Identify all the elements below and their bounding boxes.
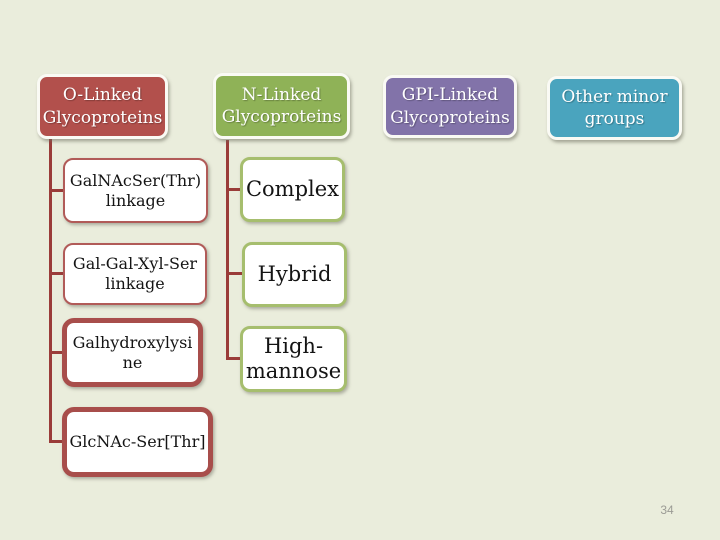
header-label: N-Linked bbox=[241, 84, 322, 105]
node-galhydroxylysine: Galhydroxylysi ne bbox=[62, 318, 203, 387]
connector-n-stub-2 bbox=[227, 272, 243, 275]
header-label: GPI-Linked bbox=[401, 85, 499, 106]
connector-o-stub-1 bbox=[50, 189, 64, 192]
node-label: linkage bbox=[105, 274, 165, 293]
header-box-o-linked: O-Linked Glycoproteins bbox=[37, 74, 168, 139]
header-label: O-Linked bbox=[62, 85, 143, 106]
node-label: GalNAcSer(Thr) bbox=[69, 170, 202, 190]
header-box-gpi-linked: GPI-Linked Glycoproteins bbox=[383, 75, 517, 138]
header-label: Glycoproteins bbox=[390, 107, 510, 128]
node-glcnac-ser-thr: GlcNAc-Ser[Thr] bbox=[62, 407, 213, 477]
header-label: groups bbox=[584, 109, 645, 129]
node-label: mannose bbox=[245, 359, 342, 383]
node-hybrid: Hybrid bbox=[242, 242, 347, 307]
node-label: GlcNAc-Ser[Thr] bbox=[69, 432, 206, 451]
header-box-n-linked: N-Linked Glycoproteins bbox=[213, 73, 350, 139]
connector-o-stub-2 bbox=[50, 272, 64, 275]
node-gal-gal-xyl-ser-linkage: Gal-Gal-Xyl-Ser linkage bbox=[63, 243, 207, 305]
connector-n-stub-1 bbox=[227, 188, 242, 191]
header-label: Glycoproteins bbox=[221, 107, 342, 127]
slide-number: 34 bbox=[660, 503, 674, 517]
header-box-other-groups: Other minor groups bbox=[547, 76, 682, 140]
node-label: linkage bbox=[105, 190, 166, 210]
node-galnacser-thr-linkage: GalNAcSer(Thr) linkage bbox=[63, 158, 208, 223]
connector-n-vertical bbox=[226, 140, 229, 360]
node-complex: Complex bbox=[240, 157, 345, 222]
connector-o-stub-4 bbox=[50, 440, 64, 443]
node-label: Complex bbox=[245, 176, 340, 201]
connector-o-vertical bbox=[49, 139, 52, 443]
node-label: Galhydroxylysi bbox=[72, 332, 193, 352]
node-label: High- bbox=[263, 333, 324, 358]
header-label: Glycoproteins bbox=[42, 107, 163, 128]
node-label: Gal-Gal-Xyl-Ser bbox=[72, 254, 198, 273]
connector-n-stub-3 bbox=[227, 357, 242, 360]
node-label: Hybrid bbox=[257, 261, 332, 286]
node-high-mannose: High- mannose bbox=[240, 326, 347, 392]
connector-o-stub-3 bbox=[50, 351, 64, 354]
header-label: Other minor bbox=[561, 86, 668, 107]
node-label: ne bbox=[122, 352, 143, 372]
